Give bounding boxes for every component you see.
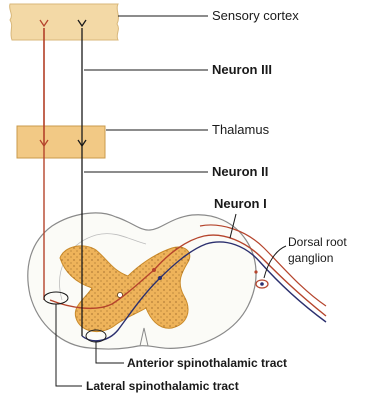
label-lateral-spinothalamic-tract: Lateral spinothalamic tract xyxy=(86,379,239,393)
ganglion-cell-body xyxy=(260,282,264,286)
dorsal-horn-synapse-blue xyxy=(158,276,162,280)
label-dorsal-root: Dorsal root xyxy=(288,235,347,249)
label-neuron-iii: Neuron III xyxy=(212,62,272,77)
sensory-cortex-band xyxy=(10,4,119,40)
dorsal-horn-synapse-red xyxy=(152,268,156,272)
label-anterior-spinothalamic-tract: Anterior spinothalamic tract xyxy=(127,356,287,370)
label-neuron-ii: Neuron II xyxy=(212,164,268,179)
label-thalamus: Thalamus xyxy=(212,122,270,137)
label-neuron-i: Neuron I xyxy=(214,196,267,211)
ganglion-cell-body-upper xyxy=(254,270,257,273)
label-sensory-cortex: Sensory cortex xyxy=(212,8,299,23)
thalamus-block xyxy=(17,126,105,158)
label-ganglion: ganglion xyxy=(288,251,333,265)
